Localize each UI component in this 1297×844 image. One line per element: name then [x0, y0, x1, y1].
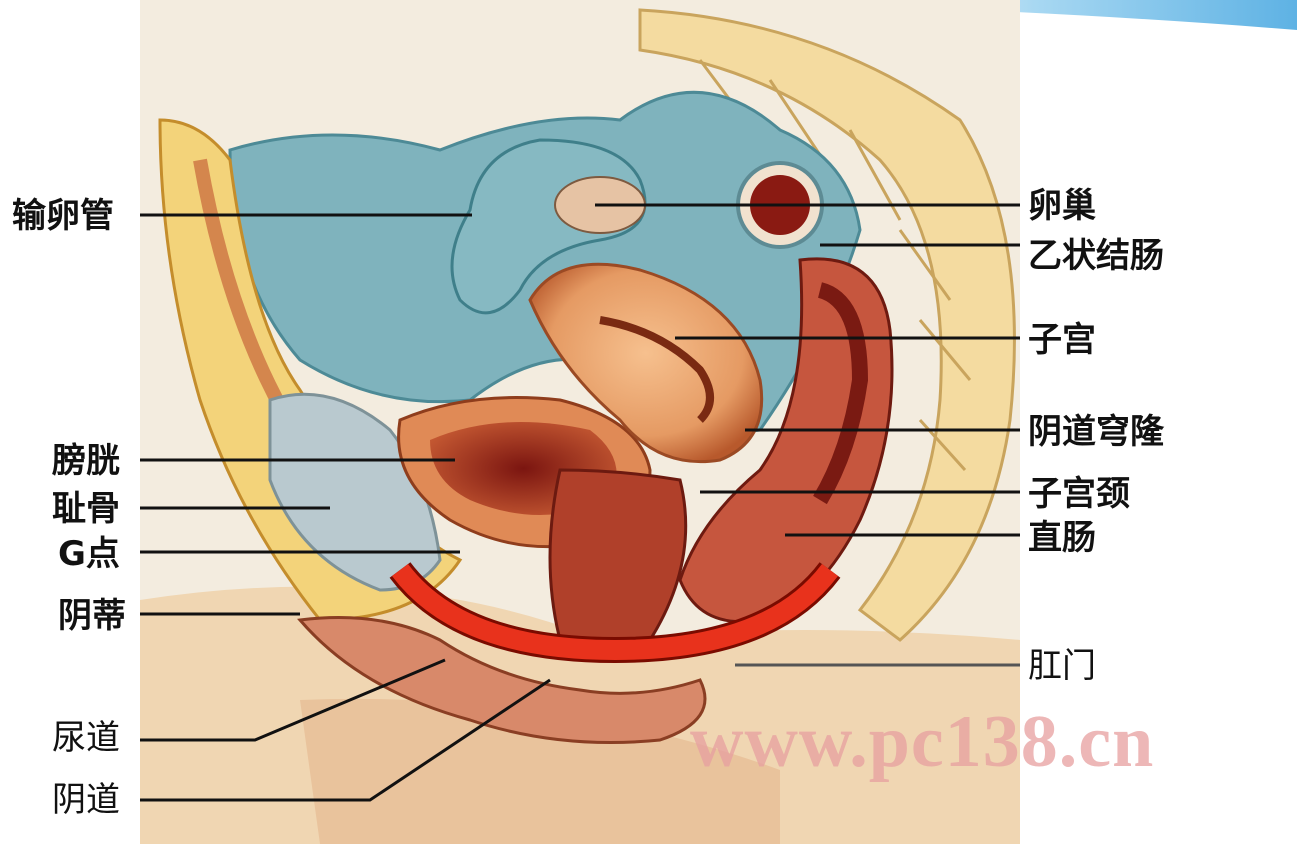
- label-rectum: 直肠: [1028, 518, 1096, 558]
- label-urethra: 尿道: [52, 718, 120, 758]
- label-vaginal-fornix: 阴道穹隆: [1028, 412, 1164, 452]
- label-fallopian-tube: 输卵管: [12, 196, 114, 236]
- label-sigmoid-colon: 乙状结肠: [1028, 236, 1164, 276]
- label-bladder: 膀胱: [52, 441, 120, 481]
- label-uterus: 子宫: [1028, 320, 1096, 360]
- label-anus: 肛门: [1028, 646, 1096, 686]
- label-cervix: 子宫颈: [1028, 474, 1130, 514]
- label-clitoris: 阴蒂: [58, 596, 126, 636]
- watermark-text: www.pc138.cn: [690, 700, 1154, 785]
- label-g-spot: G点: [58, 534, 120, 574]
- label-vagina: 阴道: [52, 780, 120, 820]
- label-ovary: 卵巢: [1028, 186, 1096, 226]
- label-pubic-bone: 耻骨: [52, 489, 120, 529]
